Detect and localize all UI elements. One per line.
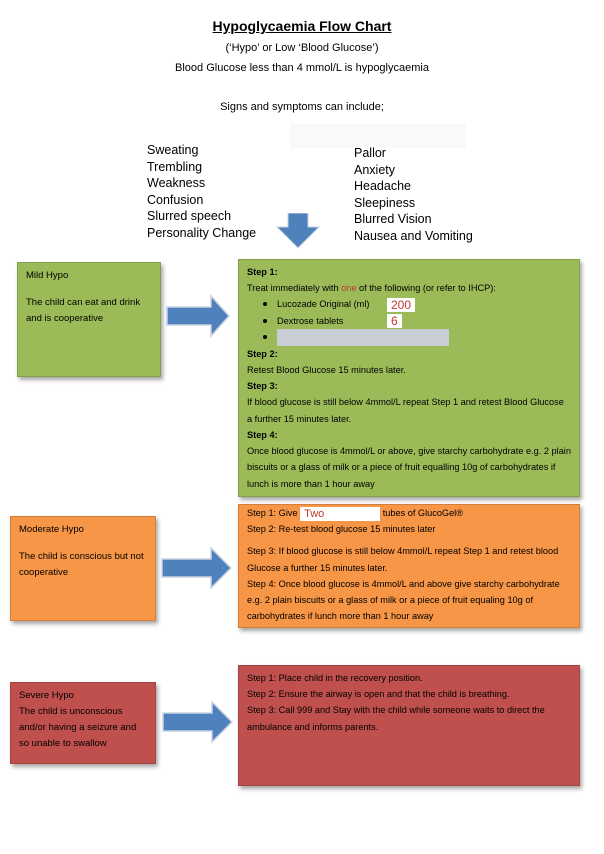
moderate-hypo-desc: The child is conscious but not cooperati…	[19, 551, 144, 578]
symptom-item: Weakness	[147, 176, 206, 191]
severe-hypo-box: Severe Hypo The child is unconscious and…	[10, 682, 156, 764]
faded-watermark	[290, 124, 466, 148]
lucozade-amount-field[interactable]: 200	[387, 297, 416, 312]
treatment-item	[263, 328, 571, 346]
severe-step1-text: Step 1: Place child in the recovery posi…	[247, 673, 423, 683]
treatment-item: Lucozade Original (ml) 200	[263, 296, 571, 312]
other-treatment-field[interactable]	[277, 328, 449, 346]
severe-hypo-title: Severe Hypo	[19, 690, 74, 701]
treatment-item: Dextrose tablets 6	[263, 313, 571, 329]
moderate-hypo-box: Moderate Hypo The child is conscious but…	[10, 516, 156, 621]
symptom-item: Trembling	[147, 159, 203, 174]
mild-step3-text: If blood glucose is still below 4mmol/L …	[247, 397, 564, 424]
right-arrow-icon	[161, 546, 233, 590]
symptom-item: Pallor	[354, 146, 386, 160]
treatment-list: Lucozade Original (ml) 200 Dextrose table…	[247, 296, 571, 346]
glucogel-tubes-field[interactable]: Two	[300, 506, 381, 521]
symptom-item: Personality Change	[147, 225, 257, 240]
symptom-item: Anxiety	[354, 162, 395, 177]
moderate-step4-text: Step 4: Once blood glucose is 4mmol/L an…	[247, 578, 560, 622]
mild-step1-heading: Step 1:	[247, 267, 278, 277]
treatment-label: Lucozade Original (ml)	[277, 299, 370, 310]
moderate-step1-post: tubes of GlucoGel®	[382, 508, 463, 518]
mild-hypo-desc: The child can eat and drink and is coope…	[26, 297, 141, 324]
page-title: Hypoglycaemia Flow Chart	[212, 18, 392, 34]
mild-step2-text: Retest Blood Glucose 15 minutes later.	[247, 365, 406, 376]
subtitle-threshold: Blood Glucose less than 4 mmol/L is hypo…	[175, 62, 429, 74]
moderate-step1-text: Step 1: Give Two tubes of GlucoGel®	[247, 505, 571, 521]
severe-step3-text: Step 3: Call 999 and Stay with the child…	[247, 705, 545, 732]
mild-step1-one: one	[341, 283, 357, 294]
moderate-steps-box: Step 1: Give Two tubes of GlucoGel® Step…	[238, 504, 580, 628]
mild-step2-heading: Step 2:	[247, 348, 278, 359]
symptom-item: Slurred speech	[147, 209, 232, 224]
moderate-step3-text: Step 3: If blood glucose is still below …	[247, 546, 559, 573]
moderate-step2-text: Step 2: Re-test blood glucose 15 minutes…	[247, 524, 436, 535]
mild-steps-box: Step 1: Treat immediately with one of th…	[238, 259, 580, 497]
severe-step2-text: Step 2: Ensure the airway is open and th…	[247, 689, 510, 700]
moderate-hypo-title: Moderate Hypo	[19, 524, 84, 535]
moderate-step1-pre: Step 1: Give	[247, 508, 298, 518]
mild-step3-heading: Step 3:	[247, 381, 278, 392]
symptom-item: Sweating	[147, 143, 199, 157]
severe-steps-box: Step 1: Place child in the recovery posi…	[238, 665, 580, 786]
symptom-item: Headache	[354, 179, 411, 194]
mild-hypo-box: Mild Hypo The child can eat and drink an…	[17, 262, 161, 377]
right-arrow-icon	[162, 700, 234, 744]
mild-step4-heading: Step 4:	[247, 429, 278, 440]
symptoms-right-list: Pallor Anxiety Headache Sleepiness Blurr…	[354, 145, 473, 245]
mild-step1-text: Treat immediately with one of the follow…	[247, 280, 571, 296]
signs-intro: Signs and symptoms can include;	[220, 101, 384, 113]
symptom-item: Blurred Vision	[354, 212, 432, 227]
symptom-item: Confusion	[147, 192, 204, 207]
dextrose-amount-field[interactable]: 6	[387, 314, 402, 329]
symptoms-left-list: Sweating Trembling Weakness Confusion Sl…	[147, 142, 256, 242]
subtitle-hypo: (‘Hypo’ or Low ‘Blood Glucose’)	[225, 42, 379, 54]
severe-hypo-desc: The child is unconscious and/or having a…	[19, 706, 137, 749]
mild-hypo-title: Mild Hypo	[26, 270, 69, 281]
down-arrow-icon	[276, 213, 320, 249]
mild-step1-pre: Treat immediately with	[247, 283, 342, 294]
right-arrow-icon	[166, 294, 230, 338]
mild-step4-text: Once blood glucose is 4mmol/L or above, …	[247, 446, 571, 489]
symptom-item: Sleepiness	[354, 195, 416, 210]
mild-step1-post: of the following (or refer to IHCP):	[356, 283, 496, 294]
symptom-item: Nausea and Vomiting	[354, 228, 473, 243]
treatment-label: Dextrose tablets	[277, 315, 344, 326]
